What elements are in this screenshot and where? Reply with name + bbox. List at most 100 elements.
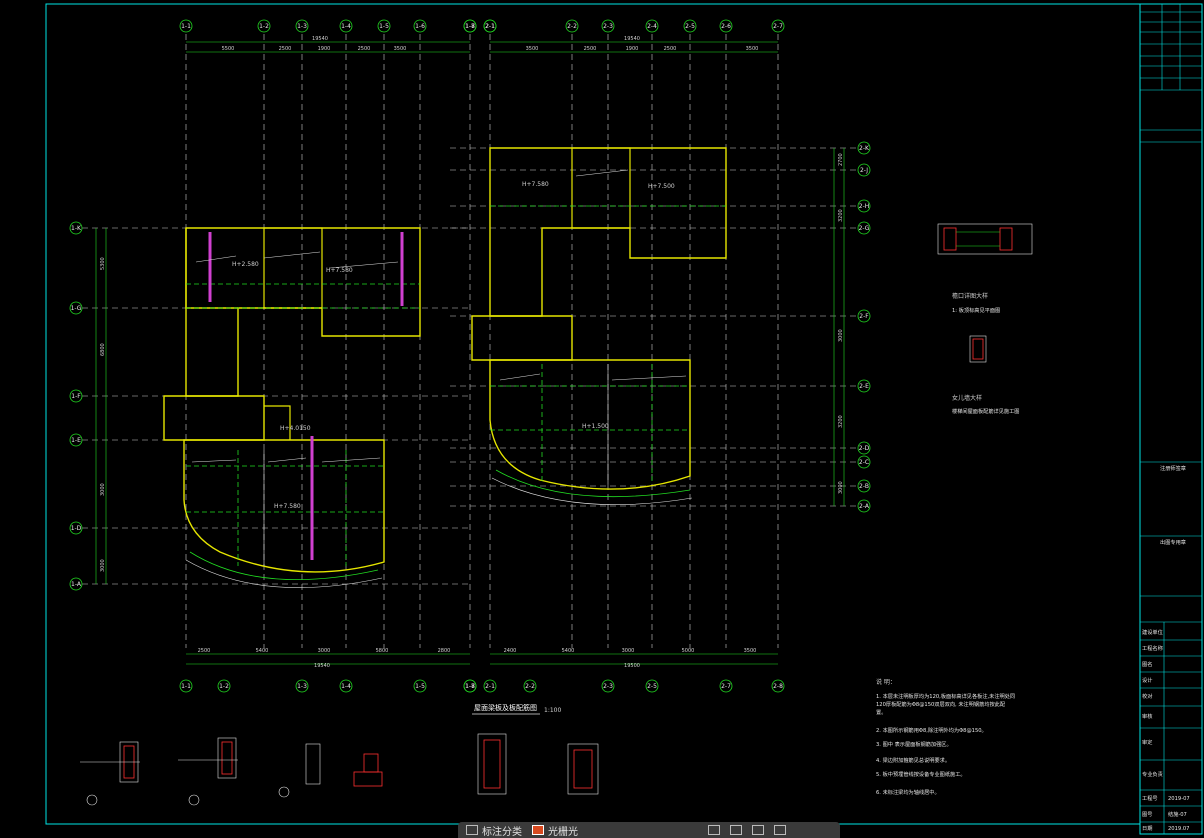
svg-text:2-7: 2-7 xyxy=(721,683,731,690)
dim-top-right-1: 3500 xyxy=(526,46,539,52)
copy-icon[interactable] xyxy=(752,825,764,835)
dim-top-right-4: 2500 xyxy=(664,46,677,52)
bubble-right-3: 2-G xyxy=(857,221,871,235)
tb-row-6: 审核 xyxy=(1142,712,1152,720)
dim-bottom-left-2: 5400 xyxy=(256,648,269,654)
upload-icon[interactable] xyxy=(730,825,742,835)
notes-line-8: 6. 未标注梁均为轴线居中。 xyxy=(876,788,940,796)
svg-text:2-3: 2-3 xyxy=(603,683,613,690)
bubble-bottom-left-1: 1-2 xyxy=(217,679,231,693)
pen-icon[interactable] xyxy=(708,825,720,835)
svg-text:1-2: 1-2 xyxy=(219,683,229,690)
dim-bottom-left-5: 2800 xyxy=(438,648,451,654)
dim-bottom-total-right: 19500 xyxy=(624,663,640,669)
dim-top-right-3: 1900 xyxy=(626,46,639,52)
svg-text:2-2: 2-2 xyxy=(525,683,535,690)
bubble-top-right-5: 2-6 xyxy=(719,19,733,33)
dim-top-left-5: 3500 xyxy=(394,46,407,52)
svg-text:1-4: 1-4 xyxy=(341,683,351,690)
dim-bottom-right-4: 5000 xyxy=(682,648,695,654)
detail-label-1: 檐口详图大样 xyxy=(952,292,988,300)
bubble-right-0: 2-K xyxy=(857,141,871,155)
svg-text:2-5: 2-5 xyxy=(685,23,695,30)
svg-text:2-E: 2-E xyxy=(859,383,869,390)
bubble-left-2: 1-F xyxy=(69,389,83,403)
drawing-title-group: 屋面梁板及板配筋图 1:100 xyxy=(472,703,561,715)
dim-top-right-2: 2500 xyxy=(584,46,597,52)
left-building-plan xyxy=(163,227,421,588)
dim-top-left-1: 5500 xyxy=(222,46,235,52)
svg-text:1-5: 1-5 xyxy=(379,23,389,30)
color-chip-icon xyxy=(532,825,544,835)
svg-text:2-4: 2-4 xyxy=(647,23,657,30)
svg-text:1-5: 1-5 xyxy=(415,683,425,690)
bubble-bottom-right-5: 2-8 xyxy=(771,679,785,693)
bubble-right-7: 2-C xyxy=(857,455,871,469)
svg-text:2-A: 2-A xyxy=(859,503,870,510)
svg-text:1-1: 1-1 xyxy=(181,683,191,690)
svg-text:1-2: 1-2 xyxy=(259,23,269,30)
svg-text:1-A: 1-A xyxy=(71,581,82,588)
bubble-right-4: 2-F xyxy=(857,309,871,323)
svg-text:1-1: 1-1 xyxy=(181,23,191,30)
annotate-icon xyxy=(466,825,478,835)
bubble-bottom-left-3: 1-4 xyxy=(339,679,353,693)
notes-line-4: 2. 本图所示钢筋用Φ8,除注明外均为Φ8@150。 xyxy=(876,726,987,734)
bubble-top-left-5: 1-6 xyxy=(413,19,427,33)
dim-left-v3: 3000 xyxy=(100,483,106,496)
notes-line-3: 置。 xyxy=(876,709,886,716)
dim-top-total-left: 19540 xyxy=(312,36,328,42)
svg-text:1-K: 1-K xyxy=(71,225,82,232)
annotation-category-label: 标注分类 xyxy=(482,826,522,838)
tb-row-7: 审定 xyxy=(1142,738,1152,746)
svg-text:2-K: 2-K xyxy=(859,145,870,152)
svg-text:1-3: 1-3 xyxy=(297,683,307,690)
svg-text:2-D: 2-D xyxy=(859,445,870,452)
dim-left-v2: 6800 xyxy=(100,343,106,356)
dim-right-v2: 3200 xyxy=(838,209,844,222)
svg-text:2-1: 2-1 xyxy=(485,23,495,30)
dim-right-v5: 3000 xyxy=(838,481,844,494)
bottom-toolbar: 标注分类 光栅光 xyxy=(458,822,840,838)
dim-top-left-4: 2500 xyxy=(358,46,371,52)
elev-label-4: H+7.500 xyxy=(648,183,675,190)
bubble-top-right-1: 2-2 xyxy=(565,19,579,33)
tb-row-4: 设计 xyxy=(1142,676,1152,684)
bubble-left-3: 1-E xyxy=(69,433,83,447)
bubble-top-right-2: 2-3 xyxy=(601,19,615,33)
dim-left-v4: 3000 xyxy=(100,559,106,572)
tb-row-8: 专业负责 xyxy=(1142,770,1163,778)
svg-text:1-8: 1-8 xyxy=(465,23,475,30)
bubble-top-left-7: 1-8 xyxy=(463,19,477,33)
svg-text:1-8: 1-8 xyxy=(465,683,475,690)
bubble-right-6: 2-D xyxy=(857,441,871,455)
annotation-category-button[interactable]: 标注分类 xyxy=(466,823,522,838)
svg-text:2-6: 2-6 xyxy=(721,23,731,30)
elev-label-7: H+7.580 xyxy=(522,181,549,188)
bubble-bottom-right-1: 2-2 xyxy=(523,679,537,693)
tb-stamp-1: 注册师签章 xyxy=(1160,464,1186,472)
bubble-top-right-4: 2-5 xyxy=(683,19,697,33)
tb-row-10: 图号 xyxy=(1142,811,1152,818)
elev-label-1: H+2.580 xyxy=(232,261,259,268)
trash-icon[interactable] xyxy=(774,825,786,835)
tb-row-9: 工程号 xyxy=(1142,794,1158,802)
bubble-right-5: 2-E xyxy=(857,379,871,393)
side-detail-group: 檐口详图大样 1: 板顶标高见平面图 女儿墙大样 楼梯间屋面板配筋详见施工图 xyxy=(937,223,1033,415)
bubble-left-0: 1-K xyxy=(69,221,83,235)
dim-right-v4: 3200 xyxy=(838,415,844,428)
bubble-left-1: 1-G xyxy=(69,301,83,315)
svg-text:2-1: 2-1 xyxy=(485,683,495,690)
bubble-top-left-2: 1-3 xyxy=(295,19,309,33)
raster-button[interactable]: 光栅光 xyxy=(532,823,578,838)
bubble-right-1: 2-J xyxy=(857,163,871,177)
title-block-frame xyxy=(1139,3,1203,835)
svg-text:2-1: 2-1 xyxy=(485,23,495,30)
dim-bottom-left-4: 5800 xyxy=(376,648,389,654)
dim-top-left-3: 1900 xyxy=(318,46,331,52)
dim-top-left-2: 2500 xyxy=(279,46,292,52)
notes-line-7: 5. 板中预埋管线按设备专业图纸施工。 xyxy=(876,770,966,778)
bubble-top-left-3: 1-4 xyxy=(339,19,353,33)
